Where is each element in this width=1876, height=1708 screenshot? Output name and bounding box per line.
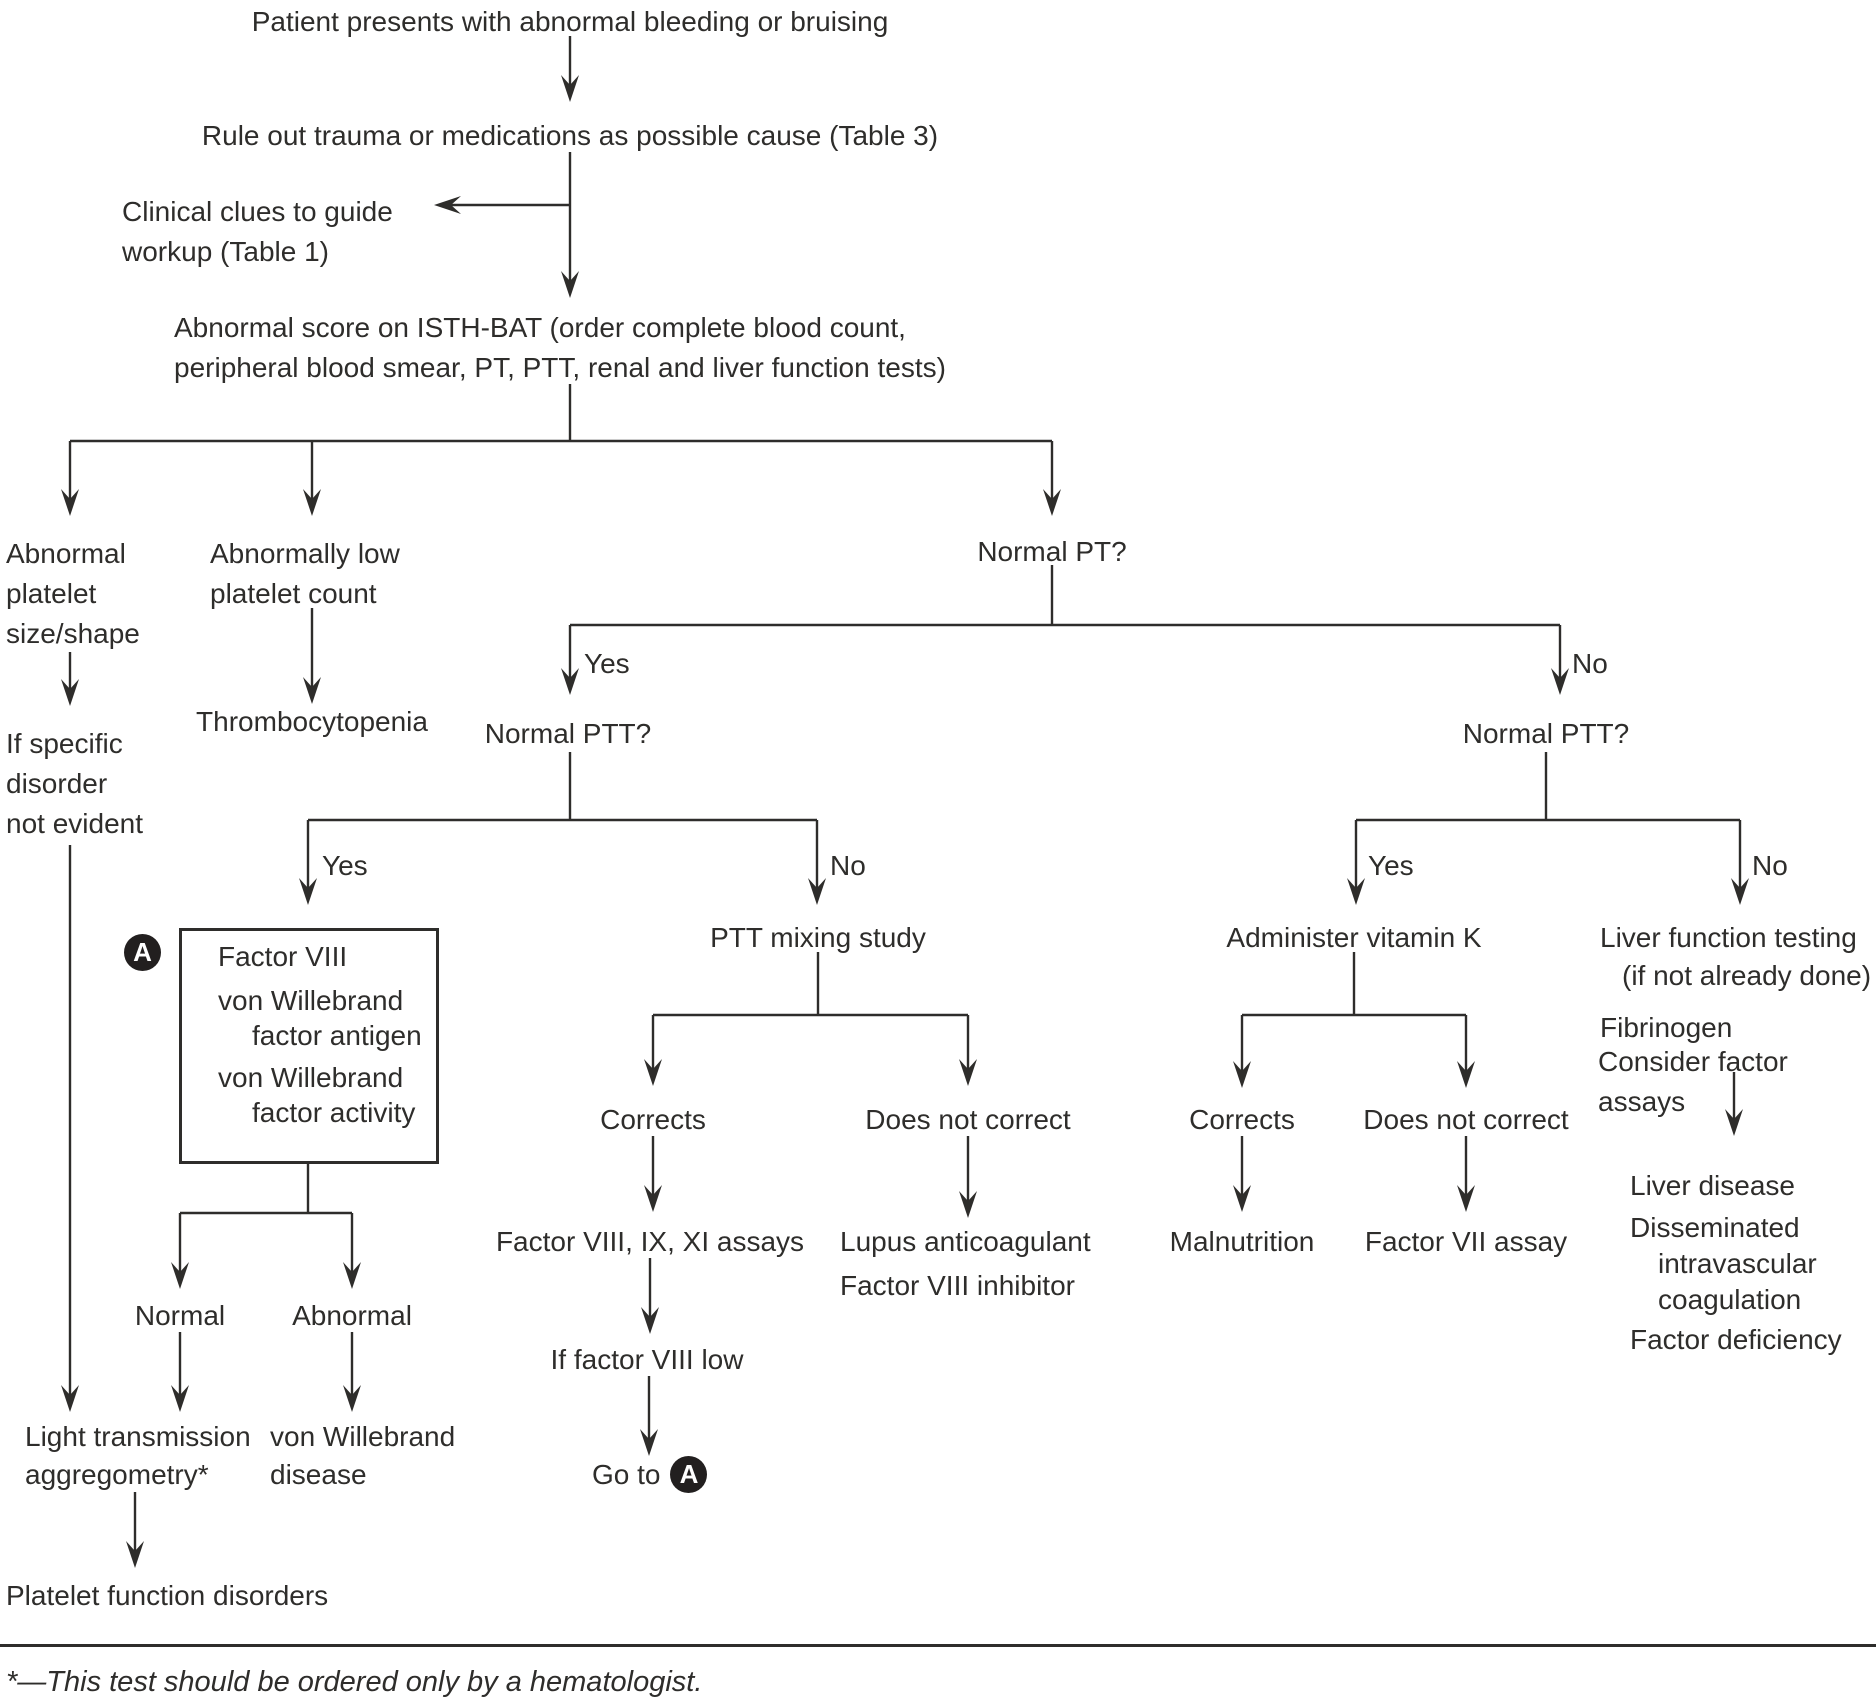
node-light-transmission: Light transmission aggregometry* [25, 1421, 251, 1490]
node-lupus-anticoagulant: Lupus anticoagulant [840, 1226, 1091, 1257]
node-go-to-a: Go to A [592, 1456, 708, 1493]
node-factor-deficiency: Factor deficiency [1630, 1324, 1842, 1355]
node-platelet-function-disorders: Platelet function disorders [6, 1580, 329, 1611]
node-factor-viii-inhibitor: Factor VIII inhibitor [840, 1270, 1075, 1301]
go-to-label: Go to [592, 1458, 661, 1490]
factor-viii-vwf-box [179, 928, 439, 1164]
node-does-not-correct-right: Does not correct [1363, 1104, 1569, 1135]
node-fibrinogen: Fibrinogen [1600, 1012, 1733, 1043]
node-ptt-mixing-study: PTT mixing study [710, 922, 926, 953]
node-abnormal-result: Abnormal [292, 1300, 412, 1331]
node-normal-pt-question: Normal PT? [977, 536, 1127, 567]
edge-label-ptt-left-no: No [830, 850, 866, 881]
node-abnormally-low-platelet: Abnormally low platelet count [210, 538, 400, 609]
node-malnutrition: Malnutrition [1169, 1226, 1315, 1257]
edge-label-pt-no: No [1572, 648, 1608, 679]
node-corrects-left: Corrects [600, 1104, 706, 1135]
node-liver-function-testing: Liver function testing [1600, 922, 1857, 953]
node-isth-bat: Abnormal score on ISTH-BAT (order comple… [174, 312, 946, 383]
node-clinical-clues: Clinical clues to guide workup (Table 1) [122, 196, 393, 267]
node-corrects-right: Corrects [1189, 1104, 1295, 1135]
node-factor-assays: Factor VIII, IX, XI assays [495, 1226, 805, 1257]
edge-label-ptt-right-yes: Yes [1368, 850, 1414, 881]
box-line-vwf-activity-2: factor activity [252, 1097, 416, 1128]
footnote-text: *—This test should be ordered only by a … [6, 1666, 703, 1698]
node-von-willebrand-disease: von Willebrand disease [270, 1421, 456, 1490]
node-does-not-correct-left: Does not correct [865, 1104, 1071, 1135]
edge-label-ptt-right-no: No [1752, 850, 1788, 881]
edge-label-ptt-left-yes: Yes [322, 850, 368, 881]
figure-divider-rule [0, 1644, 1876, 1647]
node-rule-out-trauma: Rule out trauma or medications as possib… [201, 120, 939, 151]
edge-label-pt-yes: Yes [584, 648, 630, 679]
arrowheads [61, 75, 1749, 1568]
node-normal-ptt-right: Normal PTT? [1462, 718, 1630, 749]
badge-a-reference: A [670, 1456, 708, 1493]
badge-a-marker: A [124, 934, 161, 971]
node-thrombocytopenia: Thrombocytopenia [196, 706, 428, 737]
node-abnormal-platelet-size: Abnormal platelet size/shape [6, 538, 140, 649]
node-dic-line1: Disseminated [1630, 1212, 1800, 1243]
node-dic-line3: coagulation [1658, 1284, 1802, 1315]
node-factor-vii-assay: Factor VII assay [1364, 1226, 1568, 1257]
box-line-vwf-antigen-2: factor antigen [252, 1020, 422, 1051]
node-normal-ptt-left: Normal PTT? [484, 718, 652, 749]
node-if-factor-viii-low: If factor VIII low [550, 1344, 744, 1375]
node-if-not-already-done: (if not already done) [1622, 960, 1872, 991]
node-patient-presents: Patient presents with abnormal bleeding … [251, 6, 889, 37]
node-dic-line2: intravascular [1658, 1248, 1817, 1279]
box-line-factor-viii: Factor VIII [218, 941, 348, 972]
node-normal-result: Normal [134, 1300, 226, 1331]
node-consider-factor-assays: Consider factor assays [1598, 1046, 1788, 1117]
box-line-vwf-antigen-1: von Willebrand [218, 985, 404, 1016]
node-liver-disease: Liver disease [1630, 1170, 1795, 1201]
node-administer-vitamin-k: Administer vitamin K [1226, 922, 1482, 953]
node-if-specific-disorder: If specific disorder not evident [6, 728, 143, 839]
box-line-vwf-activity-1: von Willebrand [218, 1062, 404, 1093]
